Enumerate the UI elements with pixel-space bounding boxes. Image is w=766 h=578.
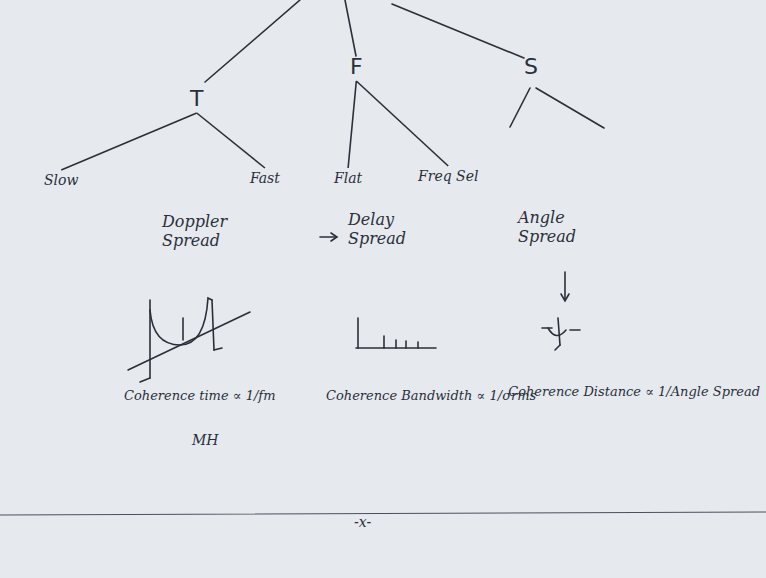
arrow [320, 236, 336, 238]
impulse [405, 341, 407, 348]
handwritten-label: Delay Spread [348, 210, 438, 248]
arrow [561, 294, 569, 301]
handwritten-label: Angle Spread [518, 208, 613, 246]
doppler-curve [212, 300, 214, 350]
angle-sketch [542, 327, 552, 329]
angle-sketch [548, 328, 566, 336]
tree-node: Freq Sel [414, 166, 482, 186]
arrow [182, 318, 184, 340]
tree-node: Flat [330, 168, 366, 188]
tick [214, 348, 222, 350]
handwritten-label: MH [192, 432, 219, 449]
node-text: Flat [334, 170, 362, 186]
formula-note: Coherence time ∝ 1/fm [124, 388, 275, 404]
node-text: Fast [250, 170, 280, 186]
angle-sketch [558, 318, 560, 345]
tree-branch [348, 81, 356, 168]
tree-node: Fast [246, 168, 284, 188]
angle-sketch [570, 329, 580, 331]
node-text: F [350, 54, 363, 79]
arrow [331, 233, 337, 241]
node-text: Freq Sel [418, 168, 478, 184]
tree-line [536, 88, 604, 128]
impulse [383, 336, 385, 348]
doppler-curve [150, 298, 212, 345]
formula-note: Coherence Distance ∝ 1/Angle Spread [508, 384, 760, 400]
tree-node: Slow [40, 170, 82, 190]
tree-branch [61, 113, 196, 170]
node-text: Slow [44, 172, 78, 188]
axis [128, 312, 250, 370]
impulse [357, 318, 359, 348]
page-rule [0, 512, 766, 515]
impulse [417, 342, 419, 348]
node-text: S [524, 54, 538, 79]
node-text: T [190, 86, 203, 111]
formula-note: Coherence Bandwidth ∝ 1/σrms [326, 388, 536, 404]
tree-node: T [186, 84, 207, 113]
impulse [395, 340, 397, 348]
handwritten-label: -x- [354, 514, 371, 531]
tree-node: S [520, 52, 542, 81]
tick [140, 378, 150, 382]
tree-line [392, 4, 524, 58]
handwritten-label: Doppler Spread [162, 212, 277, 250]
angle-sketch [555, 345, 560, 350]
tree-branch [197, 113, 265, 168]
tree-branch [356, 81, 448, 166]
tree-line [345, 0, 356, 56]
tree-line [510, 88, 530, 127]
arrow [564, 272, 566, 300]
tree-line [205, 0, 300, 82]
tree-node: F [346, 52, 367, 81]
